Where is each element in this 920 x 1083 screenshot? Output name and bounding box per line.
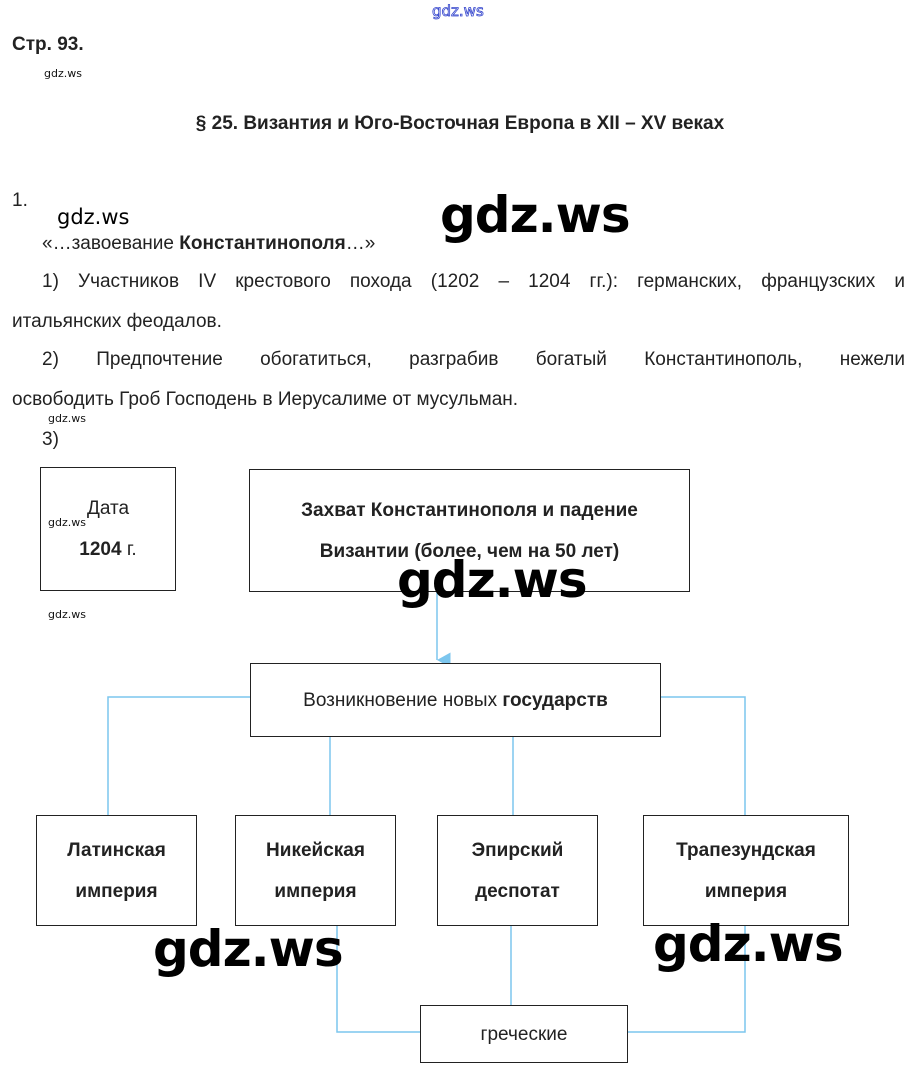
state-line-1: Никейская: [266, 839, 365, 861]
watermark: gdz.ws: [57, 205, 130, 229]
watermark: gdz.ws: [653, 915, 844, 973]
date-box: Дата 1204 г.: [40, 467, 176, 591]
connector-trebizond-greek: [627, 925, 746, 1033]
watermark: gdz.ws: [48, 608, 86, 621]
greek-group-box: греческие: [420, 1005, 628, 1063]
answer-3-label: 3): [42, 429, 59, 450]
greek-label: греческие: [480, 1023, 568, 1045]
connector-nicaea-greek: [336, 925, 420, 1033]
state-line-2: империя: [274, 880, 357, 902]
answer-1-line-1: 1) Участников IV крестового похода (1202…: [42, 271, 905, 292]
watermark: gdz.ws: [48, 412, 86, 425]
quote-prefix: «…завоевание: [42, 233, 180, 254]
section-heading: § 25. Византия и Юго-Восточная Европа в …: [195, 113, 725, 134]
event-box: Захват Константинополя и падение Византи…: [249, 469, 690, 592]
result-bold: государств: [502, 689, 608, 711]
watermark: gdz.ws: [440, 186, 631, 244]
state-line-2: деспотат: [475, 880, 560, 902]
date-label: Дата: [86, 498, 130, 519]
state-line-1: Эпирский: [471, 839, 564, 861]
result-box: Возникновение новых государств: [250, 663, 661, 737]
result-prefix: Возникновение новых: [303, 689, 503, 711]
event-line-2: Византии (более, чем на 50 лет): [319, 540, 620, 562]
state-line-1: Трапезундская: [676, 839, 816, 861]
date-year: 1204: [79, 539, 122, 560]
answer-1-line-2: итальянских феодалов.: [12, 311, 222, 332]
quote-suffix: …»: [345, 233, 376, 254]
connector-trebizond: [660, 696, 746, 815]
state-line-2: империя: [704, 880, 788, 902]
watermark: gdz.ws: [397, 551, 588, 609]
state-box-epirus: Эпирский деспотат: [437, 815, 598, 926]
page-label: Стр. 93.: [12, 34, 84, 55]
watermark: gdz.ws: [153, 920, 344, 978]
answer-2-line-2: освободить Гроб Господень в Иерусалиме о…: [12, 389, 519, 410]
watermark: gdz.ws: [432, 2, 485, 21]
state-box-nicaea: Никейская империя: [235, 815, 396, 926]
state-box-latin: Латинская империя: [36, 815, 197, 926]
date-value: 1204 г.: [79, 529, 136, 570]
date-suffix: г.: [121, 539, 137, 560]
connector-latin: [107, 696, 250, 815]
state-line-2: империя: [75, 880, 158, 902]
event-line-1: Захват Константинополя и падение: [301, 499, 638, 521]
quote-bold: Константинополя: [179, 233, 346, 254]
task-number: 1.: [12, 190, 28, 211]
state-box-trebizond: Трапезундская империя: [643, 815, 849, 926]
state-line-1: Латинская: [67, 839, 166, 861]
watermark: gdz.ws: [44, 67, 82, 80]
answer-2-line-1: 2) Предпочтение обогатиться, разграбив б…: [42, 349, 905, 370]
result-text: Возникновение новых государств: [303, 680, 608, 721]
quote: «…завоевание Константинополя…»: [42, 233, 375, 255]
watermark: gdz.ws: [48, 516, 86, 529]
